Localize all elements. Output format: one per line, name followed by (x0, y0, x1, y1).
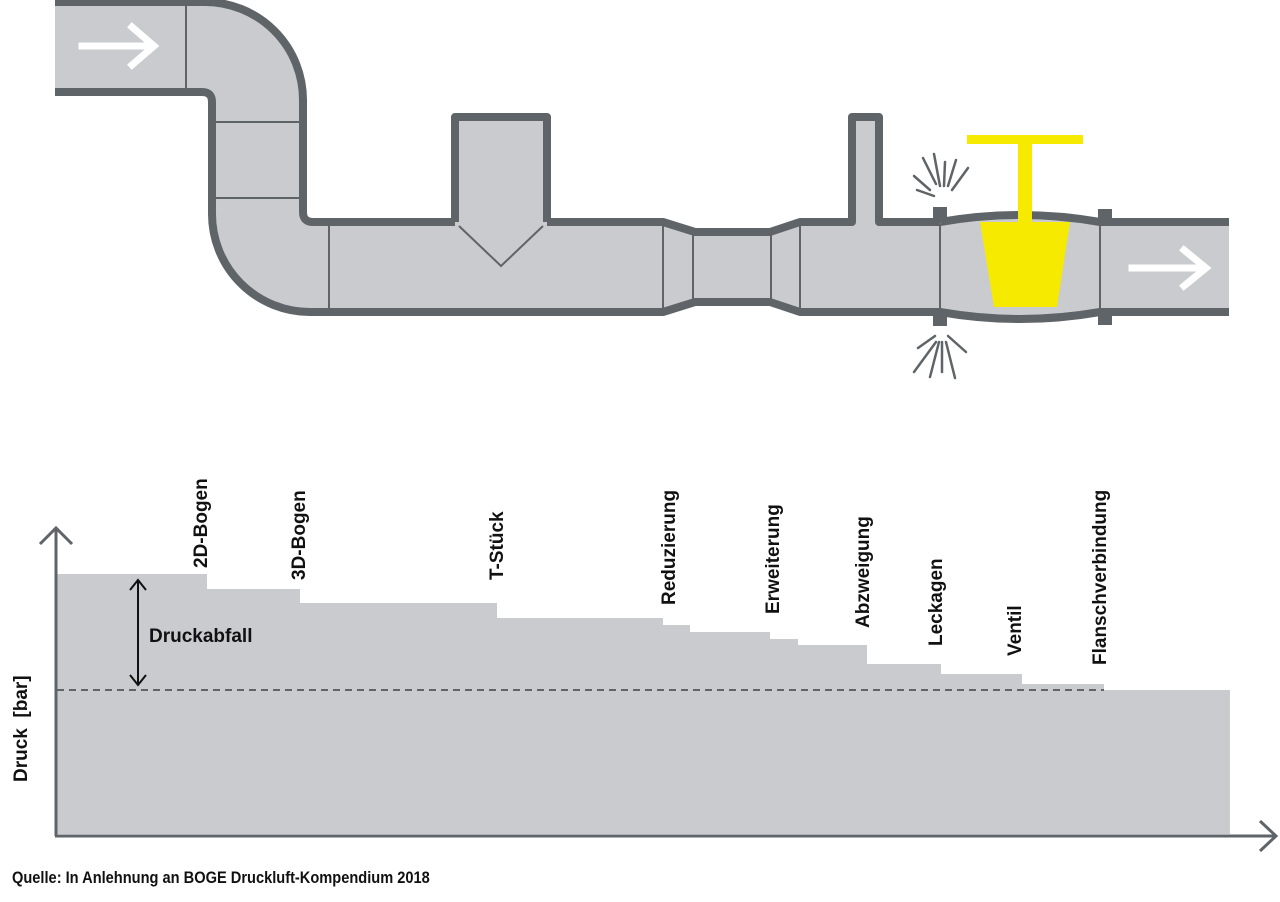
leak-spray-icon (912, 152, 970, 198)
flange-top-1 (933, 207, 947, 221)
component-label-3d-bogen: 3D-Bogen (289, 490, 310, 580)
component-label-abzweigung: Abzweigung (853, 516, 874, 628)
arrow-right-icon (1128, 245, 1212, 291)
y-axis-arrowhead (38, 525, 74, 546)
component-label-reduzierung: Reduzierung (659, 490, 680, 605)
pressure-drop-label: Druckabfall (149, 626, 252, 647)
tee-outline (451, 113, 551, 222)
component-label-2d-bogen: 2D-Bogen (191, 478, 212, 568)
arrow-right-icon (78, 22, 160, 70)
flange-top-2 (1098, 209, 1112, 222)
pipe-body (55, 2, 1229, 319)
component-label-flanschverbindung: Flanschverbindung (1090, 490, 1111, 665)
component-label-leckagen: Leckagen (926, 558, 947, 646)
x-axis-arrowhead (1258, 819, 1279, 853)
pressure-drop-arrow-icon (129, 578, 147, 687)
flange-bottom-2 (1098, 312, 1112, 325)
y-axis-label: Druck [bar] (11, 675, 32, 782)
pipe-outline-outer-bend (55, 0, 455, 226)
pipe-outline-top-mid (547, 113, 940, 236)
tee-branch-v (458, 225, 544, 268)
component-label-t-stueck: T-Stück (487, 511, 508, 580)
pipe-outline-bottom (55, 88, 1229, 323)
leak-spray-icon (912, 334, 968, 380)
source-caption: Quelle: In Anlehnung an BOGE Druckluft-K… (12, 868, 430, 887)
flange-bottom-1 (933, 313, 947, 326)
pipe-illustration (55, 0, 1229, 380)
pressure-chart: Druckabfall Druck [bar] 2D-Bogen 3D-Boge… (11, 478, 1279, 853)
component-label-erweiterung: Erweiterung (763, 504, 784, 614)
pressure-area (57, 574, 1230, 834)
component-label-ventil: Ventil (1005, 605, 1026, 656)
valve-icon (967, 135, 1083, 307)
